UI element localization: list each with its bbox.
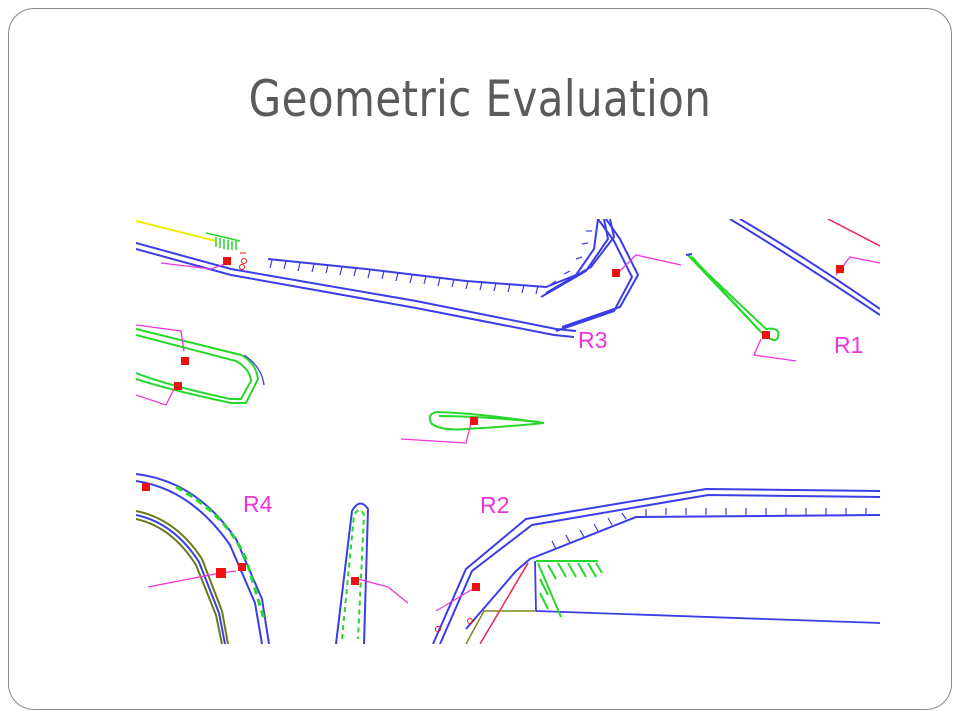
curb-r4-outer-2 (136, 480, 263, 644)
tiny-label-r2 (435, 618, 473, 632)
marker-left-2 (174, 382, 182, 390)
island-left (136, 328, 260, 404)
marker-pillar (351, 577, 359, 585)
marker-left-1 (181, 357, 189, 365)
slide-title: Geometric Evaluation (248, 70, 712, 128)
curb-r4-blue-inner (136, 514, 226, 644)
region-label-r3: R3 (578, 327, 607, 353)
curb-top-left (136, 242, 577, 332)
curb-r4-green (175, 485, 266, 620)
leader-center (400, 422, 472, 444)
curb-r4-olive (136, 510, 229, 644)
curb-r3-corner-2 (561, 219, 640, 328)
curb-r2-bottom (535, 610, 880, 624)
edge-line-yellow (136, 220, 217, 242)
curb-r2-vert (534, 560, 537, 612)
cad-drawing: R3 R1 R (136, 219, 880, 644)
marker-top-left (223, 257, 231, 265)
region-label-r4: R4 (243, 491, 273, 517)
hatch-green-top (205, 232, 241, 250)
curb-r3-outer (267, 219, 599, 289)
leader-left-2 (136, 388, 175, 406)
marker-r4-3 (142, 483, 150, 491)
island-center (428, 410, 545, 431)
leader-r3 (615, 254, 682, 276)
island-left-inner (136, 334, 253, 400)
island-top-right-edge (685, 253, 693, 256)
edge-line-red-r2 (479, 562, 529, 644)
curb-r3-ticks (269, 230, 592, 295)
island-pillar (335, 502, 370, 644)
leader-left-1 (136, 324, 185, 352)
curb-r1 (729, 219, 880, 316)
leader-pillar (357, 578, 409, 604)
curb-r2-outer (432, 487, 880, 644)
marker-r3 (612, 269, 620, 277)
intersection-plan: R3 R1 R (136, 219, 880, 644)
leader-top-right (753, 338, 797, 362)
marker-r4-2 (238, 563, 246, 571)
leader-r2 (435, 586, 477, 612)
island-center-inner (438, 415, 541, 423)
curb-r2-ticks (551, 508, 867, 550)
edge-line-red-r1 (827, 219, 880, 247)
marker-r1 (836, 265, 844, 273)
curb-r2-inner (465, 514, 880, 630)
curb-r4-outer (136, 473, 270, 644)
curb-r3-corner (555, 219, 634, 332)
region-label-r2: R2 (480, 492, 509, 518)
marker-center (470, 417, 478, 425)
island-left-blue (243, 354, 265, 386)
curb-r4-olive-2 (136, 518, 223, 644)
marker-r2 (472, 583, 480, 591)
tiny-label-top-left (239, 252, 247, 270)
curb-top-left-inner (136, 248, 575, 338)
marker-r4-1 (216, 568, 226, 578)
island-pillar-green (341, 509, 366, 640)
marker-top-right (762, 331, 770, 339)
curb-r1-2 (739, 219, 880, 310)
island-top-right-inner (691, 256, 759, 330)
region-label-r1: R1 (834, 332, 863, 358)
edge-line-olive-r2 (465, 610, 536, 644)
hatch-green-r2 (536, 560, 603, 618)
leader-top-left (160, 262, 229, 270)
